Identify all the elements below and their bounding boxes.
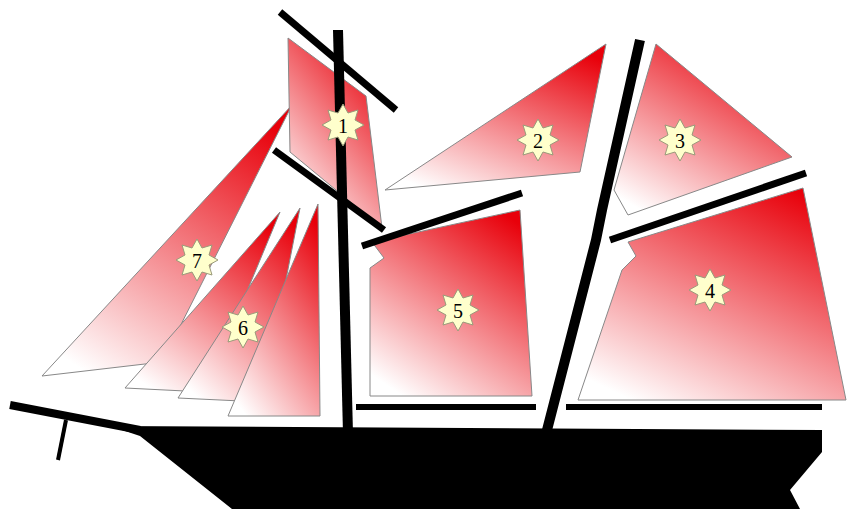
fore-boom <box>356 404 536 410</box>
main-gaff <box>610 173 806 240</box>
callout-number: 1 <box>338 116 348 136</box>
dolphin-striker <box>58 420 66 460</box>
callout-number: 7 <box>192 251 202 271</box>
callout-number: 3 <box>675 131 685 151</box>
main-staysail <box>385 44 606 190</box>
hull <box>110 426 822 509</box>
callout-star <box>176 104 731 348</box>
fore-yard <box>274 150 384 230</box>
mainsail <box>578 188 846 400</box>
callout-number: 5 <box>453 301 463 321</box>
callout-number: 6 <box>238 318 248 338</box>
callout-number: 2 <box>533 131 543 151</box>
foremast <box>338 30 348 434</box>
callout-number: 4 <box>705 281 715 301</box>
fore-gaff <box>362 193 522 246</box>
main-boom <box>566 404 822 410</box>
